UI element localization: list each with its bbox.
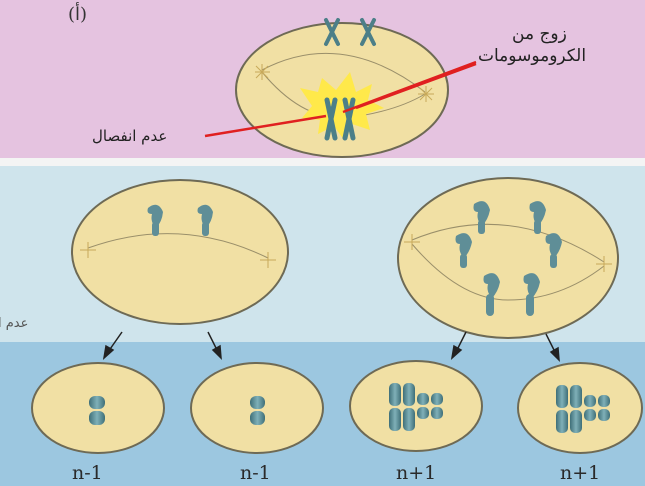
centriole-icon: [418, 86, 434, 102]
nondisjunction-label: عدم انفصال: [92, 127, 167, 145]
chromosome-icon: [403, 383, 415, 406]
nondisjunction-cut-label: عدم ا: [0, 316, 28, 331]
chromatid-icon: [534, 220, 541, 234]
daughter-cell-label: n-1: [72, 462, 103, 484]
chromosome-icon: [389, 408, 401, 431]
chromosome-icon: [556, 410, 568, 433]
chromatid-icon: [478, 220, 485, 234]
divider-bg: [0, 158, 645, 166]
daughter-cell-2: [191, 363, 323, 453]
chromosome-icon: [598, 395, 610, 407]
chromosome-icon: [250, 396, 265, 409]
secondary-cell-left: [72, 180, 288, 324]
chromosome-icon: [389, 383, 401, 406]
daughter-cell-label: n-1: [240, 462, 271, 484]
chromosome-icon: [431, 393, 443, 405]
chromatid-icon: [460, 254, 467, 268]
chromosome-icon: [584, 409, 596, 421]
daughter-cell-label: n+1: [560, 462, 600, 484]
chromosome-icon: [89, 411, 105, 425]
secondary-cell-right: [398, 178, 618, 338]
chromosome-icon: [598, 409, 610, 421]
chromosome-icon: [431, 407, 443, 419]
daughter-cell-3: [350, 361, 482, 451]
part-label: (أ): [68, 4, 87, 25]
chromosome-pair-label-line1: زوج من: [512, 24, 567, 44]
chromatid-icon: [550, 254, 557, 268]
daughter-cell-4: [518, 363, 642, 453]
chromosome-icon: [250, 411, 265, 425]
chromosome-icon: [417, 393, 429, 405]
chromosome-icon: [584, 395, 596, 407]
chromosome-icon: [570, 385, 582, 408]
chromosome-icon: [89, 396, 105, 409]
chromosome-icon: [570, 410, 582, 433]
chromatid-icon: [526, 294, 534, 316]
daughter-cell-label: n+1: [396, 462, 436, 484]
chromosome-icon: [417, 407, 429, 419]
chromosome-pair-label-line2: الكروموسومات: [478, 46, 586, 66]
chromosome-icon: [403, 408, 415, 431]
chromosome-icon: [556, 385, 568, 408]
daughter-cell-1: [32, 363, 164, 453]
chromatid-icon: [486, 294, 494, 316]
